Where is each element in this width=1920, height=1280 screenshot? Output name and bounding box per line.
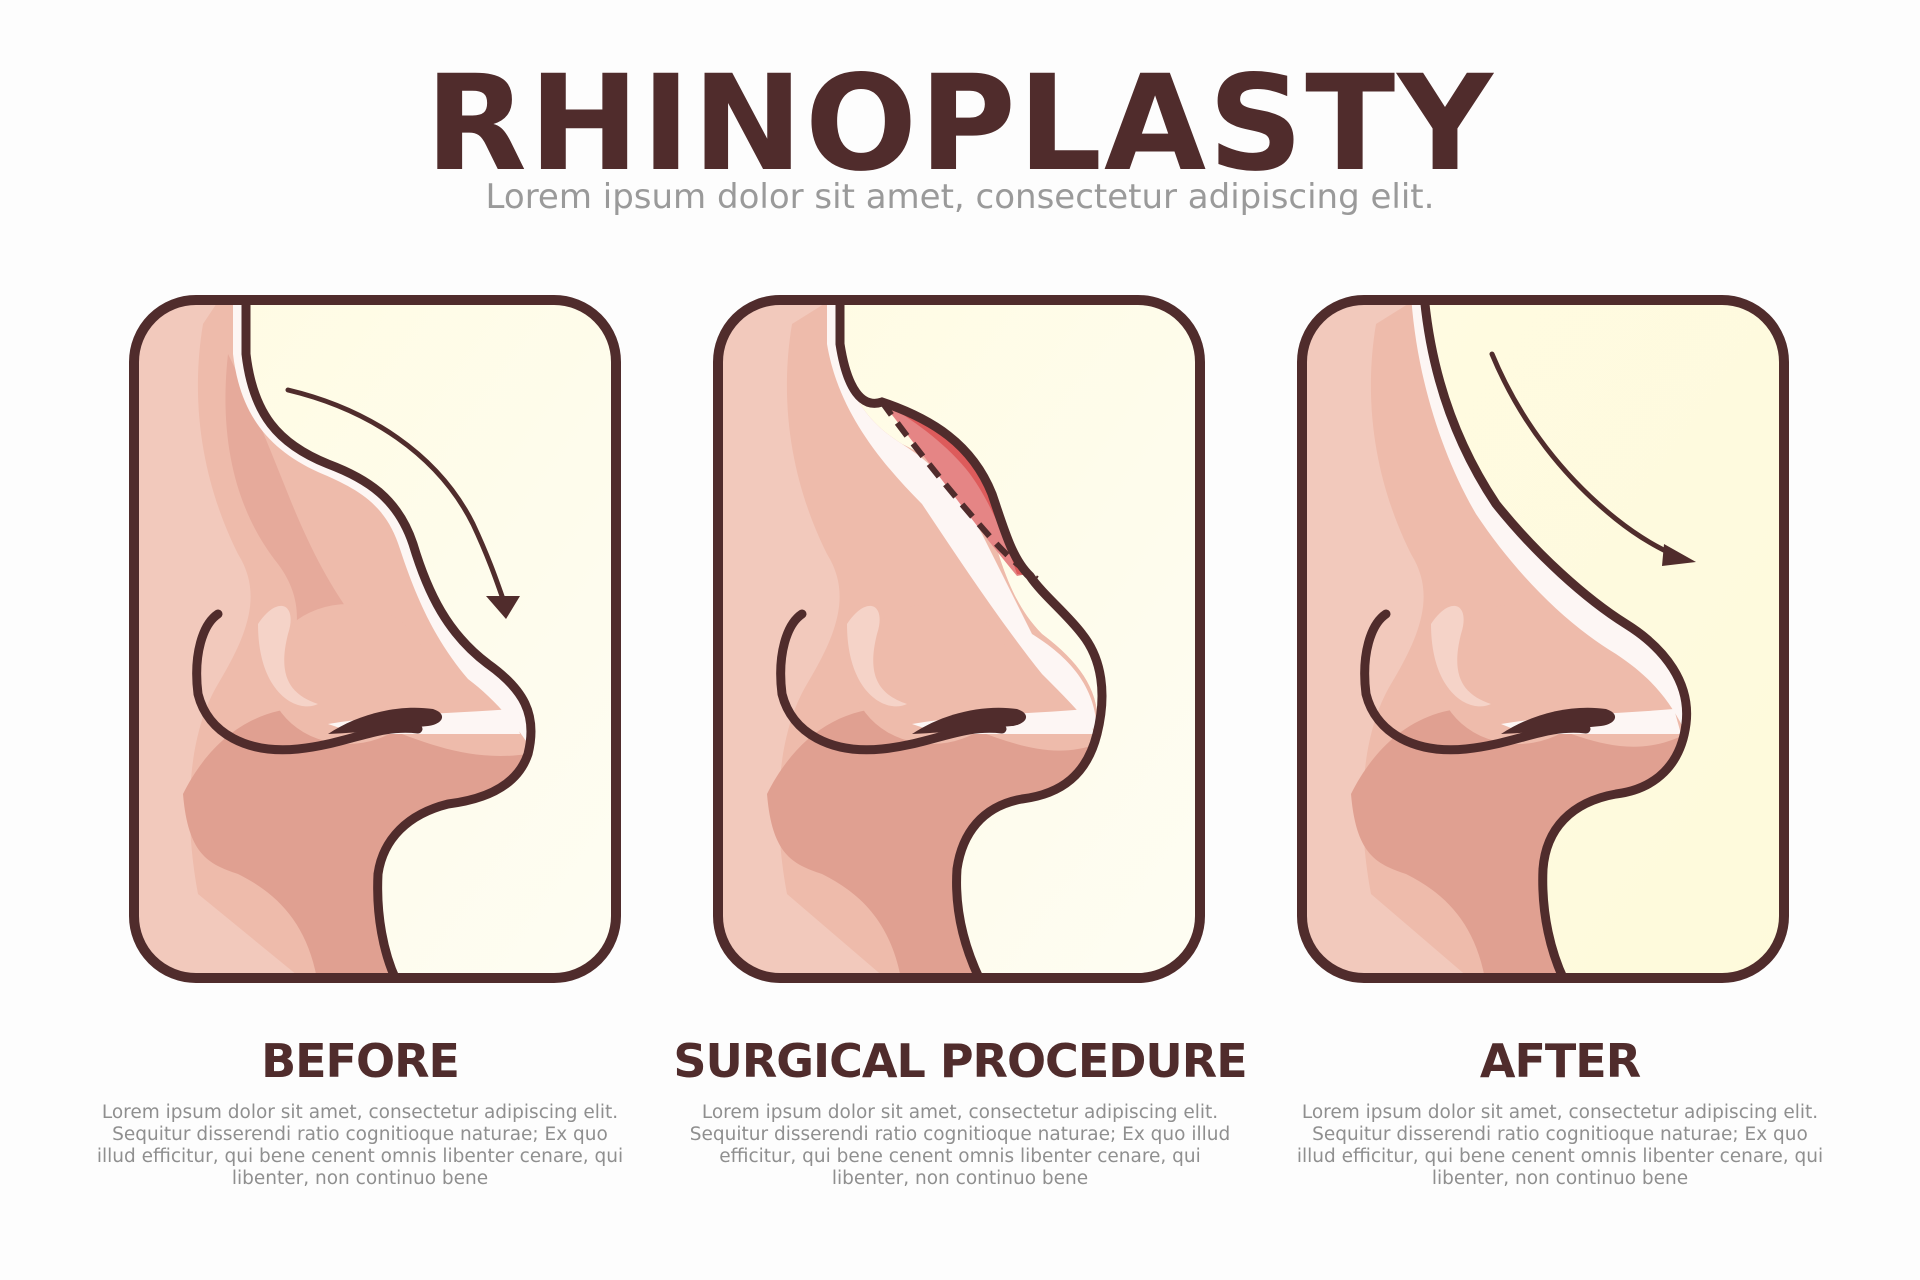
before-title: BEFORE (261, 1034, 460, 1088)
before-description: Lorem ipsum dolor sit amet, consectetur … (96, 1102, 624, 1189)
after-title: AFTER (1479, 1034, 1641, 1088)
surgical-procedure-description: Lorem ipsum dolor sit amet, consectetur … (689, 1102, 1231, 1189)
nose-surgery-icon (713, 295, 1205, 983)
nose-after-icon (1297, 295, 1789, 983)
surgical-procedure-title: SURGICAL PROCEDURE (673, 1034, 1247, 1088)
page-title: RHINOPLASTY (425, 47, 1495, 201)
after-description: Lorem ipsum dolor sit amet, consectetur … (1296, 1102, 1824, 1189)
after-illustration-panel (1296, 294, 1790, 984)
before-illustration-panel (128, 294, 622, 984)
surgical-procedure-illustration-panel (712, 294, 1206, 984)
page-subtitle: Lorem ipsum dolor sit amet, consectetur … (485, 177, 1435, 217)
nose-before-icon (129, 295, 621, 983)
